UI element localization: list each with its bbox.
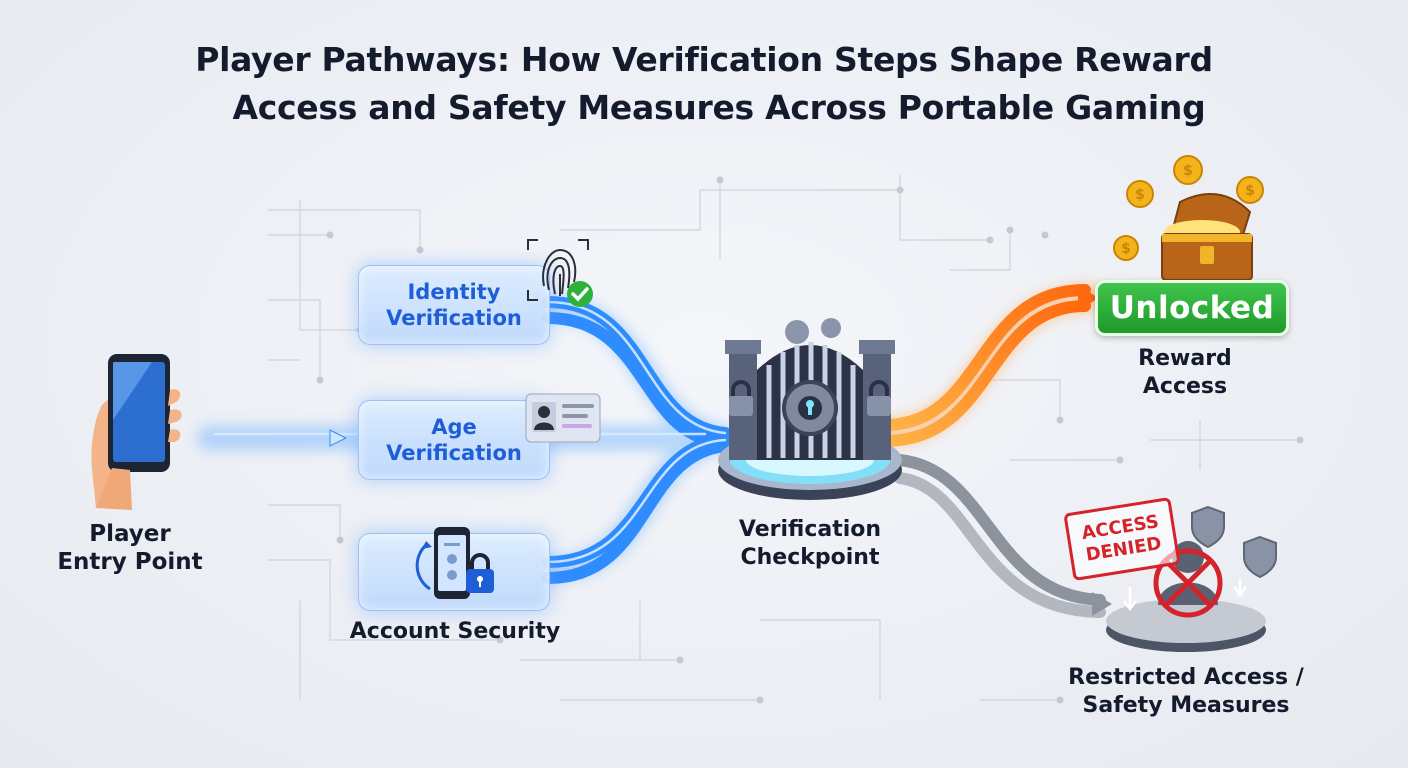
- age-label-line-2: Verification: [386, 441, 522, 465]
- id-card-icon: [525, 393, 601, 443]
- entry-label-line-2: Entry Point: [57, 549, 203, 575]
- title-line-2: Access and Safety Measures Across Portab…: [232, 88, 1206, 127]
- restricted-label-line-2: Safety Measures: [1082, 693, 1290, 718]
- svg-text:$: $: [1245, 183, 1255, 199]
- phone-lock-icon: [415, 527, 494, 599]
- identity-label-line-1: Identity: [407, 280, 501, 304]
- svg-text:$: $: [1183, 163, 1193, 179]
- age-verification-card: Age Verification: [358, 400, 550, 480]
- reward-label: Reward Access: [1090, 345, 1280, 401]
- title-line-1: Player Pathways: How Verification Steps …: [195, 40, 1213, 79]
- unlocked-badge: Unlocked: [1095, 280, 1289, 336]
- svg-text:$: $: [1135, 187, 1145, 203]
- restricted-label-line-1: Restricted Access /: [1068, 665, 1304, 690]
- reward-label-line-1: Reward: [1138, 346, 1232, 371]
- age-label-line-1: Age: [431, 415, 477, 439]
- entry-label: Player Entry Point: [40, 520, 220, 576]
- svg-text:$: $: [1121, 241, 1131, 257]
- reward-label-line-2: Access: [1142, 374, 1228, 399]
- entry-label-line-1: Player: [89, 521, 171, 547]
- smartphone-hand-icon: [91, 354, 182, 510]
- restricted-label: Restricted Access / Safety Measures: [1050, 664, 1322, 720]
- checkpoint-label-line-2: Checkpoint: [740, 545, 880, 570]
- treasure-chest-coins-icon: $ $ $ $: [1113, 155, 1264, 281]
- identity-verification-card: Identity Verification: [358, 265, 550, 345]
- locked-gate-icon: [718, 318, 902, 500]
- identity-label-line-2: Verification: [386, 306, 522, 330]
- blocked-user-icon: [1106, 505, 1277, 652]
- checkpoint-label-line-1: Verification: [738, 517, 882, 542]
- page-title: Player Pathways: How Verification Steps …: [0, 36, 1408, 132]
- account-security-label: Account Security: [349, 619, 561, 644]
- fingerprint-check-icon: [527, 239, 593, 307]
- checkpoint-label: Verification Checkpoint: [700, 516, 920, 572]
